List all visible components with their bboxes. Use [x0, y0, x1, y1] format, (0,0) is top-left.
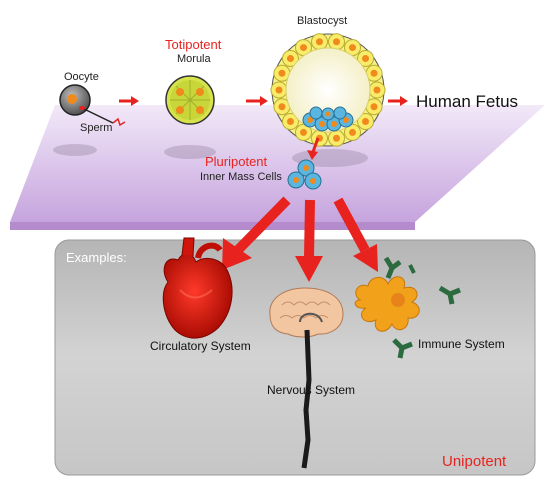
pluripotent-label: Pluripotent [205, 154, 268, 169]
brain-icon [269, 287, 344, 338]
arrow-to-circulatory [222, 196, 291, 270]
morula-shadow [164, 145, 216, 159]
antibody-icons [383, 256, 461, 359]
morula-icon [165, 75, 215, 125]
trophoblast-nucleus [278, 103, 286, 111]
trophoblast-nucleus [300, 128, 307, 136]
trophoblast-nucleus [286, 117, 294, 125]
trophoblast-nucleus [333, 134, 341, 142]
trophoblast-nucleus [286, 55, 294, 63]
trophoblast-nucleus [362, 117, 370, 125]
arrow-to-nervous [295, 199, 323, 282]
arrow-morula-to-blastocyst [246, 96, 268, 106]
inner-mass-label: Inner Mass Cells [200, 171, 282, 183]
sperm-label: Sperm [80, 122, 112, 134]
inner-mass-cells-icon [287, 159, 322, 190]
spinal-cord-icon [301, 329, 312, 469]
totipotent-label: Totipotent [165, 37, 222, 52]
human-fetus-label: Human Fetus [416, 92, 518, 111]
trophoblast-nucleus [349, 44, 356, 52]
nervous-label: Nervous System [267, 383, 355, 397]
arrow-to-immune [333, 197, 378, 272]
circulatory-label: Circulatory System [150, 339, 251, 353]
arrow-to-human-fetus [388, 96, 408, 106]
blastocyst-label: Blastocyst [297, 15, 347, 27]
trophoblast-nucleus [370, 103, 378, 111]
blastocyst-icon [270, 33, 386, 147]
trophoblast-nucleus [315, 38, 323, 46]
examples-heading: Examples: [66, 250, 127, 265]
trophoblast-nucleus [349, 128, 356, 136]
oocyte-shadow [53, 144, 97, 156]
trophoblast-nucleus [362, 55, 370, 63]
heart-icon [162, 237, 233, 339]
immune-cell-icon [354, 276, 420, 332]
trophoblast-nucleus [278, 69, 286, 77]
trophoblast-nucleus [370, 69, 378, 77]
arrow-to-inner-mass [307, 137, 320, 160]
immune-label: Immune System [418, 337, 505, 351]
morula-label: Morula [177, 53, 212, 65]
unipotent-label: Unipotent [442, 453, 507, 470]
unipotent-panel [54, 239, 536, 476]
trophoblast-nucleus [300, 44, 307, 52]
trophoblast-nucleus [373, 86, 381, 94]
sperm-icon [79, 106, 126, 127]
inner-cell-cluster [302, 106, 354, 132]
trophoblast-nucleus [275, 86, 283, 94]
arrow-oocyte-to-morula [119, 96, 139, 106]
trophoblast-nucleus [333, 38, 341, 46]
pluripotent-plate [10, 105, 545, 222]
oocyte-label: Oocyte [64, 71, 99, 83]
